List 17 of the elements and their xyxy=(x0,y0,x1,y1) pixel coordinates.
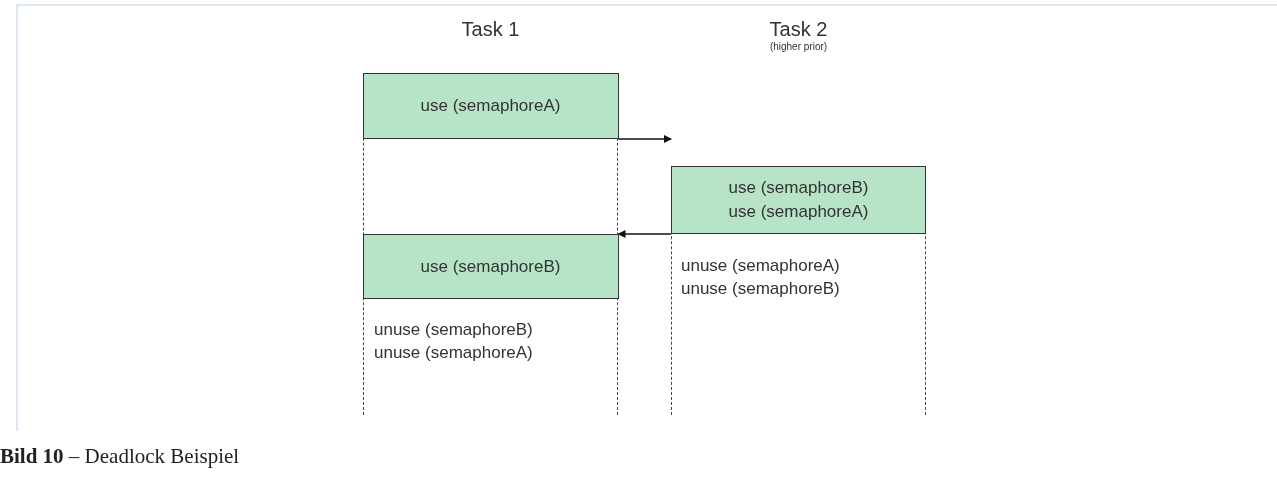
step-text: unuse (semaphoreA) xyxy=(374,342,533,364)
figure-caption: Bild 10 – Deadlock Beispiel xyxy=(0,444,240,469)
lane-title: Task 2 xyxy=(768,18,829,41)
step-text: use (semaphoreA) xyxy=(420,95,561,117)
step-box xyxy=(671,166,926,234)
step-text: unuse (semaphoreB) xyxy=(681,278,840,300)
step-box xyxy=(362,234,619,299)
step-text: unuse (semaphoreA) xyxy=(681,255,840,277)
step-text: unuse (semaphoreB) xyxy=(374,319,533,341)
arrow xyxy=(617,135,672,143)
lane-title: Task 1 xyxy=(460,18,521,41)
step-text: use (semaphoreB) xyxy=(420,255,561,278)
step-text: use (semaphoreB) xyxy=(728,177,869,199)
lane-subtitle: (higher prior) xyxy=(768,41,829,52)
step-text: use (semaphoreA) xyxy=(728,201,869,223)
arrow xyxy=(617,230,672,238)
step-box xyxy=(362,73,619,139)
